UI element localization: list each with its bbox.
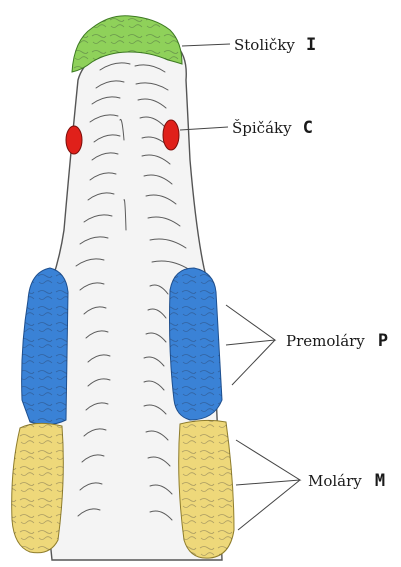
label-incisors: Stoličky I: [234, 35, 316, 55]
leader-premolars-3: [232, 340, 275, 385]
label-premolars: Premoláry P: [286, 331, 388, 351]
leader-incisors: [182, 44, 230, 46]
label-molars: Moláry M: [308, 471, 385, 491]
label-canines: Špičáky C: [232, 118, 313, 138]
canine-right: [163, 120, 179, 150]
leader-premolars: [226, 305, 275, 345]
canine-left: [66, 126, 82, 154]
leader-molars: [236, 440, 300, 485]
leader-molars-3: [238, 480, 300, 530]
